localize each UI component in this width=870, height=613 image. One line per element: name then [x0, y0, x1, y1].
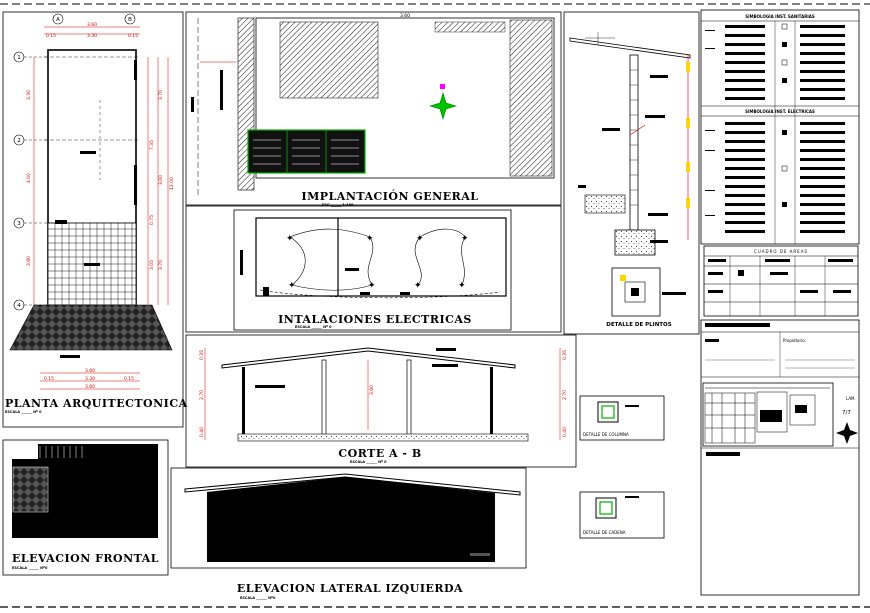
grid-axis-b: B: [124, 13, 136, 25]
dim-bottom-3: 3.30: [85, 376, 95, 382]
svg-text:✦: ✦: [368, 281, 376, 291]
planta-title: PLANTA ARQUITECTONICA: [5, 397, 188, 410]
lamina-label: LAM.: [846, 396, 856, 401]
svg-text:4: 4: [17, 303, 21, 309]
grid-axis-2: 2: [13, 134, 25, 146]
plintos-detail[interactable]: DETALLE DE PLINTOS: [606, 267, 686, 328]
svg-text:3: 3: [17, 221, 21, 227]
dim-right-total: 12.00: [169, 177, 175, 190]
grid-axis-4: 4: [13, 299, 25, 311]
columna-title: DETALLE DE COLUMNA: [583, 432, 629, 437]
elevacion-frontal-view[interactable]: ELEVACION FRONTAL ESCALA ______ Nº0: [2, 439, 169, 576]
owner-label: Propietario:: [783, 338, 806, 343]
svg-text:✦: ✦: [366, 234, 374, 244]
corte-dim-right-2: 2.70: [562, 390, 568, 400]
corte-a-b-view[interactable]: 0.35 2.70 0.40 3.60 0.35 2.70 0.40 CORTE…: [185, 334, 577, 468]
sheet-number: 7/7: [842, 410, 851, 416]
areas-title: CUADRO DE AREAS: [754, 249, 808, 254]
dim-top-c: 0.15: [128, 33, 138, 39]
dim-right-1: 3.70: [158, 90, 164, 100]
svg-text:A: A: [56, 17, 60, 23]
corte-dim-left-3: 0.40: [199, 427, 205, 437]
dim-left-1: 3.30: [26, 90, 32, 100]
corte-dim-right-1: 0.35: [562, 350, 568, 360]
dim-right-3: 3.00: [158, 175, 164, 185]
dim-left-2: 4.00: [26, 173, 32, 183]
corte-dim-left-2: 2.70: [199, 390, 205, 400]
implantacion-scale: ESC ______ 1:100: [322, 203, 354, 207]
entrance-paving: [9, 304, 173, 351]
corte-dim-center: 3.60: [369, 385, 375, 395]
elevacion-frontal-title: ELEVACION FRONTAL: [12, 552, 159, 565]
svg-text:✦: ✦: [461, 234, 469, 244]
grid-axis-3: 3: [13, 217, 25, 229]
tiled-floor: [47, 220, 137, 306]
dim-left-3: 3.80: [26, 256, 32, 266]
dim-top-a: 0.15: [46, 33, 56, 39]
svg-text:✦: ✦: [416, 234, 424, 244]
grid-axis-1: 1: [13, 51, 25, 63]
columna-detail[interactable]: DETALLE DE COLUMNA: [579, 395, 665, 441]
dim-top-b: 3.30: [87, 33, 97, 39]
svg-text:2: 2: [17, 138, 21, 144]
grid-axis-a: A: [52, 13, 64, 25]
dim-right-4: 0.75: [149, 215, 155, 225]
cadena-detail[interactable]: DETALLE DE CADENA: [579, 491, 665, 539]
svg-text:✦: ✦: [288, 281, 296, 291]
corte-dim-left-1: 0.35: [199, 350, 205, 360]
corte-title: CORTE A - B: [338, 447, 421, 460]
svg-text:B: B: [128, 17, 132, 23]
dim-right-2: 7.35: [149, 140, 155, 150]
dim-bottom-5: 3.60: [85, 384, 95, 390]
planta-arquitectonica-view[interactable]: A B 3.60 0.15 3.30 0.15 1 2 3 4: [2, 11, 188, 428]
legend-rows: [705, 23, 845, 233]
corte-scale: ESCALA ______ Nº 0: [350, 460, 387, 464]
instalaciones-title: INTALACIONES ELECTRICAS: [278, 313, 472, 326]
dim-bottom-4: 0.15: [124, 376, 134, 382]
dim-top-total: 3.60: [87, 22, 97, 28]
svg-text:✦: ✦: [458, 281, 466, 291]
svg-text:✦: ✦: [286, 234, 294, 244]
svg-text:1: 1: [17, 55, 21, 61]
corte-dim-right-3: 0.40: [562, 427, 568, 437]
elevacion-frontal-scale: ESCALA ______ Nº0: [12, 566, 48, 570]
cuadro-de-areas[interactable]: CUADRO DE AREAS: [703, 245, 859, 317]
light-fixture-icon: ✦ ✦ ✦ ✦ ✦ ✦ ✦ ✦: [286, 234, 469, 291]
location-map: [702, 382, 834, 447]
planta-scale: ESCALA ______ Nº 0: [5, 410, 42, 414]
legend-panel[interactable]: SIMBOLOGIA INST. SANITARIAS SIMBOLOGIA I…: [700, 9, 860, 245]
implantacion-title: IMPLANTACIÓN GENERAL: [301, 189, 478, 203]
north-arrow-icon: [428, 84, 458, 121]
dim-bottom-2: 0.15: [44, 376, 54, 382]
legend-title-electricas: SIMBOLOGIA INST. ELECTRICAS: [745, 109, 815, 114]
instalaciones-scale: ESCALA ______ Nº 0: [295, 325, 332, 329]
elevacion-lateral-scale: ESCALA ______ Nº0: [240, 596, 276, 600]
plintos-title: DETALLE DE PLINTOS: [606, 322, 671, 328]
title-block[interactable]: Propietario: LAM. 7/7: [700, 319, 860, 596]
dim-right-5: 3.05: [149, 260, 155, 270]
implantacion-label-top: 3.60: [400, 13, 410, 19]
elevacion-lateral-title: ELEVACION LATERAL IZQUIERDA: [237, 582, 463, 595]
dim-bottom-1: 3.60: [85, 368, 95, 374]
terrace-area: [247, 129, 366, 174]
implantacion-general-view[interactable]: 3.60 IMPLANTACIÓN GENERAL ESC ______ 1:1…: [185, 11, 562, 207]
cadena-title: DETALLE DE CADENA: [583, 530, 626, 535]
instalaciones-electricas-view[interactable]: ✦ ✦ ✦ ✦ ✦ ✦ ✦ ✦ INTALACIONES ELECTRICAS ESCALA…: [185, 205, 562, 333]
svg-text:✦: ✦: [414, 281, 422, 291]
compass-icon: [836, 422, 858, 444]
elevacion-lateral-view[interactable]: ELEVACION LATERAL IZQUIERDA ESCALA _____…: [170, 467, 527, 600]
wall-section-detail[interactable]: [563, 11, 700, 335]
dim-right-6: 3.70: [158, 260, 164, 270]
legend-title-sanitarias: SIMBOLOGIA INST. SANITARIAS: [745, 14, 815, 19]
